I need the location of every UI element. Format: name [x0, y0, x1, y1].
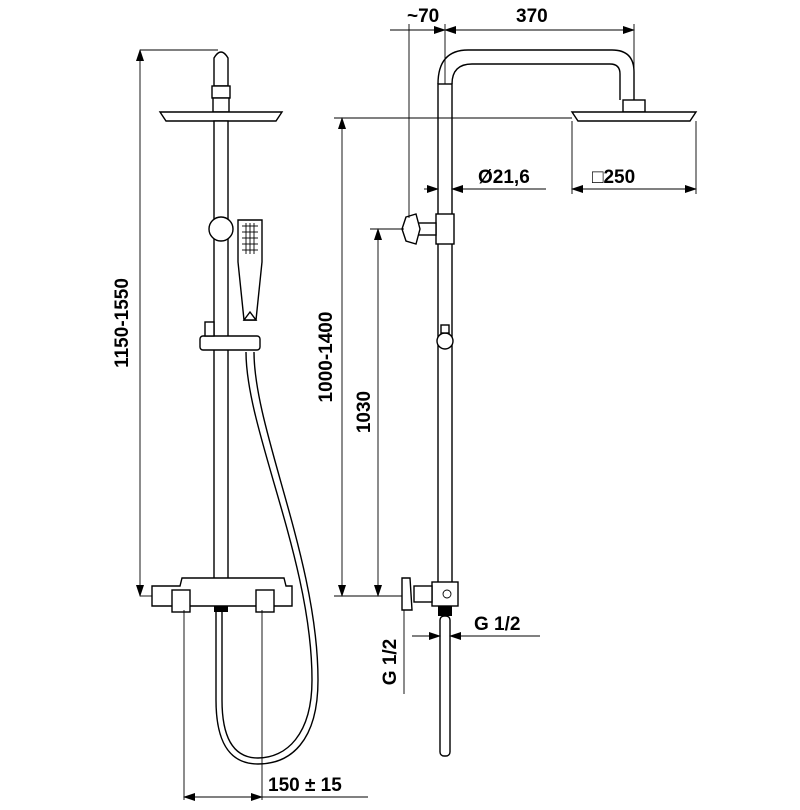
dim-label-offset: ~70 — [407, 6, 439, 27]
riser-top-cap — [213, 51, 229, 87]
riser-ball-joint — [208, 216, 234, 242]
side-arm-outer — [437, 49, 635, 100]
dim-label-diameter: Ø21,6 — [478, 167, 530, 188]
hand-shower-neck — [242, 310, 258, 321]
thermostat-outlet — [214, 606, 228, 612]
hand-shower-nozzle-grid — [242, 223, 258, 254]
side-thermostat-dot — [442, 589, 452, 599]
slider-holder — [199, 335, 261, 351]
side-thermostat-knob — [401, 577, 413, 611]
riser-pipe — [213, 120, 229, 582]
shower-head-plate — [158, 111, 284, 122]
side-arm-inner — [451, 63, 621, 100]
side-valve-knob — [401, 213, 421, 245]
thermostat-handle-right — [255, 589, 275, 613]
dim-label-inlet-left: G 1/2 — [380, 639, 401, 685]
dim-label-height-left: 1150-1550 — [112, 278, 133, 368]
dim-label-inlet-right: G 1/2 — [474, 614, 520, 635]
side-thermostat-stem — [413, 585, 433, 603]
side-head-plate — [570, 111, 698, 122]
dim-label-spacing: 150 ± 15 — [268, 775, 342, 796]
side-hose — [439, 615, 451, 757]
hose-inner — [215, 351, 319, 765]
slider-knob — [204, 321, 215, 337]
dim-label-height-right: 1000-1400 — [316, 312, 337, 403]
side-ball-joint — [436, 332, 454, 350]
side-ball-clip — [440, 324, 450, 334]
riser-collar — [211, 85, 231, 99]
dim-label-arm: 370 — [516, 6, 548, 27]
dim-label-inner-height: 1030 — [354, 391, 375, 433]
shower-head-joint — [212, 97, 230, 113]
side-valve-body — [435, 213, 455, 245]
side-inlet-nut — [438, 606, 452, 616]
side-view: ~70 370 Ø21,6 □250 1000-1400 1030 G 1/2 … — [316, 6, 698, 757]
dim-label-head: □250 — [592, 167, 635, 188]
front-view: 1150-1550 150 ± 15 — [112, 49, 368, 801]
thermostat-handle-left — [171, 589, 191, 613]
side-head-joint — [622, 99, 646, 113]
hose-outer — [221, 351, 313, 759]
side-thermostat-body — [431, 581, 459, 607]
